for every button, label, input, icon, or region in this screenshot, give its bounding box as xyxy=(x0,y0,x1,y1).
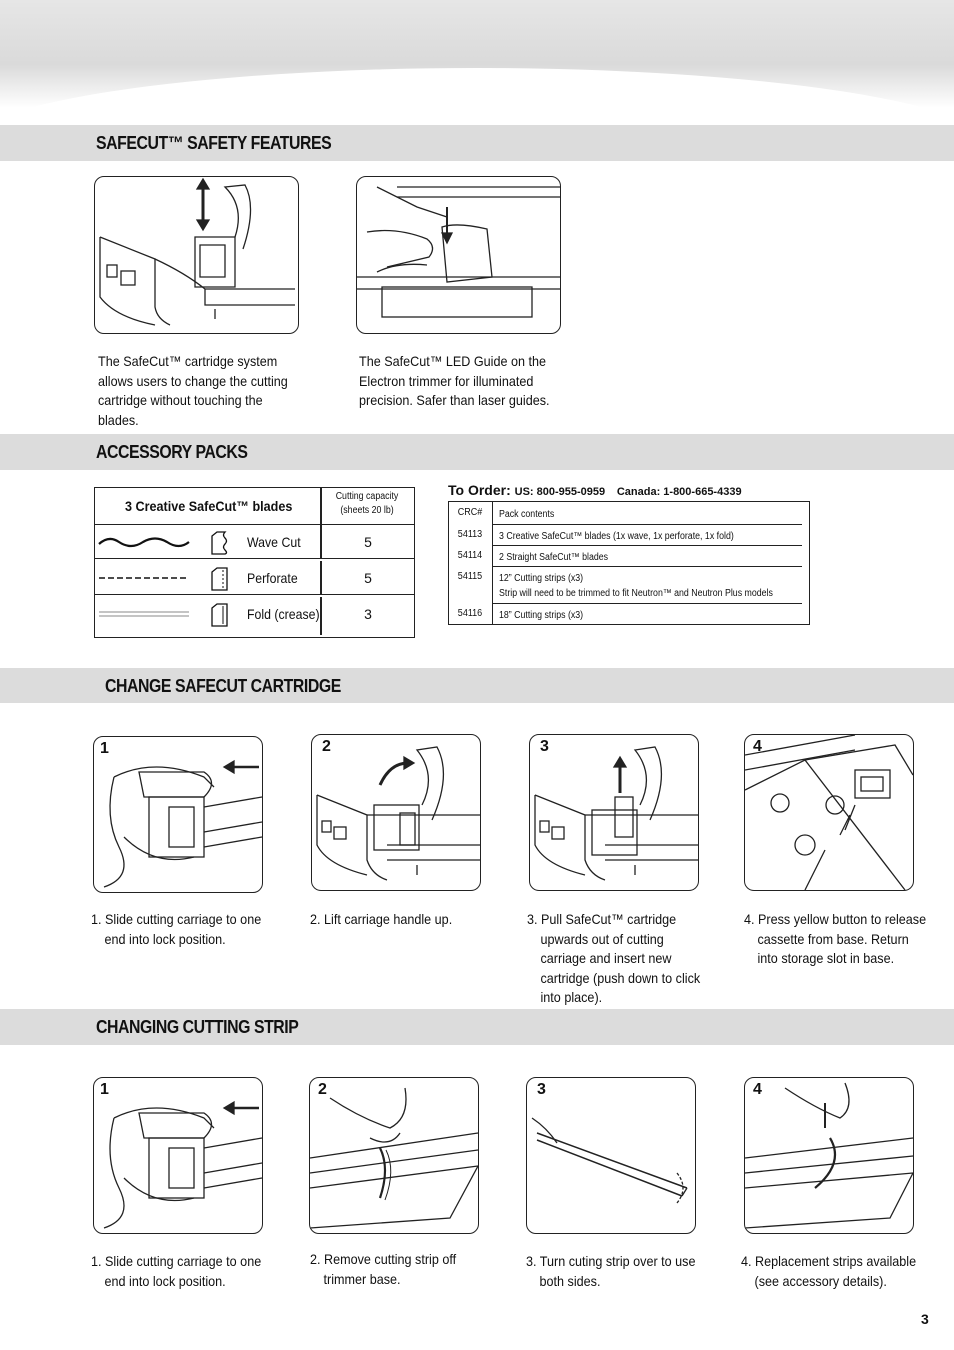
order-contents: 18” Cutting strips (x3) xyxy=(499,608,583,623)
order-crc: 54115 xyxy=(451,571,489,582)
accessory-table-header: 3 Creative SafeCut™ blades Cutting capac… xyxy=(95,488,414,525)
order-head-contents: Pack contents xyxy=(499,507,554,522)
order-row: 54115 12” Cutting strips (x3) Strip will… xyxy=(449,566,809,603)
section-band-changing-strip: CHANGING CUTTING STRIP xyxy=(0,1009,954,1045)
order-label: To Order: xyxy=(448,482,511,498)
order-contents: 3 Creative SafeCut™ blades (1x wave, 1x … xyxy=(499,529,734,544)
step-number: 4 xyxy=(753,738,762,756)
order-crc: 54116 xyxy=(451,608,489,619)
section-band-safety: SAFECUT™ SAFETY FEATURES xyxy=(0,125,954,161)
perforate-line-icon xyxy=(95,561,191,595)
accessory-row-perforate: Perforate 5 xyxy=(95,561,414,595)
section-band-accessory: ACCESSORY PACKS xyxy=(0,434,954,470)
accessory-header-capacity: Cutting capacity (sheets 20 lb) xyxy=(328,490,405,518)
accessory-qty-perforate: 5 xyxy=(322,570,414,586)
order-contents: 12” Cutting strips (x3) Strip will need … xyxy=(499,571,773,601)
strip-step-1-caption: 1. Slide cutting carriage to one end int… xyxy=(91,1252,262,1291)
safety-caption-2: The SafeCut™ LED Guide on the Electron t… xyxy=(359,352,566,411)
section-title-changing-strip: CHANGING CUTTING STRIP xyxy=(96,1017,298,1038)
cartridge-step-3-caption: 3. Pull SafeCut™ cartridge upwards out o… xyxy=(527,910,712,1008)
wave-line-icon xyxy=(95,525,191,559)
order-row: 54113 3 Creative SafeCut™ blades (1x wav… xyxy=(449,524,809,545)
step-number: 2 xyxy=(318,1081,327,1099)
strip-step-4-illustration: 4 xyxy=(744,1077,914,1234)
accessory-name-wave: Wave Cut xyxy=(247,534,301,550)
step-number: 1 xyxy=(100,740,109,758)
step-number: 1 xyxy=(100,1081,109,1099)
page-number: 3 xyxy=(921,1311,929,1327)
fold-line-icon xyxy=(95,597,191,631)
section-title-change-cartridge: CHANGE SAFECUT CARTRIDGE xyxy=(105,676,341,697)
order-contents: 2 Straight SafeCut™ blades xyxy=(499,550,608,565)
order-phone-us: US: 800-955-0959 xyxy=(515,486,606,498)
order-crc: 54113 xyxy=(451,529,489,540)
strip-step-2-illustration: 2 xyxy=(309,1077,479,1234)
accessory-name-fold: Fold (crease) xyxy=(247,606,320,622)
order-heading: To Order: US: 800-955-0959 Canada: 1-800… xyxy=(448,482,742,498)
illustration-led-guide xyxy=(356,176,561,334)
accessory-row-wave: Wave Cut 5 xyxy=(95,525,414,559)
cartridge-step-4-caption: 4. Press yellow button to release casset… xyxy=(744,910,929,969)
section-title-safety: SAFECUT™ SAFETY FEATURES xyxy=(96,133,331,154)
cartridge-step-4-illustration: 4 xyxy=(744,734,914,891)
section-title-accessory: ACCESSORY PACKS xyxy=(96,442,248,463)
cartridge-step-2-caption: 2. Lift carriage handle up. xyxy=(310,910,463,930)
accessory-row-fold: Fold (crease) 3 xyxy=(95,597,414,635)
order-crc: 54114 xyxy=(451,550,489,561)
accessory-qty-wave: 5 xyxy=(322,534,414,550)
accessory-qty-fold: 3 xyxy=(322,606,414,622)
accessory-name-perforate: Perforate xyxy=(247,570,298,586)
order-table-header: CRC# Pack contents xyxy=(449,502,809,524)
top-decorative-band xyxy=(0,0,954,108)
strip-step-1-illustration: 1 xyxy=(93,1077,263,1234)
cartridge-step-3-illustration: 3 xyxy=(529,734,699,891)
accessory-blades-table: 3 Creative SafeCut™ blades Cutting capac… xyxy=(94,487,415,638)
cartridge-step-2-illustration: 2 xyxy=(311,734,481,891)
cartridge-step-1-caption: 1. Slide cutting carriage to one end int… xyxy=(91,910,262,949)
order-row: 54114 2 Straight SafeCut™ blades xyxy=(449,545,809,566)
illustration-cartridge-system xyxy=(94,176,299,334)
order-contents-note: Strip will need to be trimmed to fit Neu… xyxy=(499,588,773,599)
order-head-crc: CRC# xyxy=(451,507,489,518)
step-number: 4 xyxy=(753,1081,762,1099)
accessory-header-title: 3 Creative SafeCut™ blades xyxy=(125,498,292,514)
step-number: 3 xyxy=(537,1081,546,1099)
step-number: 2 xyxy=(322,738,331,756)
strip-step-3-caption: 3. Turn cuting strip over to use both si… xyxy=(526,1252,697,1291)
order-row: 54116 18” Cutting strips (x3) xyxy=(449,603,809,624)
perforate-blade-icon xyxy=(211,567,231,591)
order-phone-canada: Canada: 1-800-665-4339 xyxy=(617,486,742,498)
safety-caption-1: The SafeCut™ cartridge system allows use… xyxy=(98,352,296,430)
wave-blade-icon xyxy=(211,531,231,555)
cartridge-step-1-illustration: 1 xyxy=(93,736,263,893)
fold-blade-icon xyxy=(211,603,231,627)
section-band-change-cartridge: CHANGE SAFECUT CARTRIDGE xyxy=(0,668,954,703)
step-number: 3 xyxy=(540,738,549,756)
strip-step-3-illustration: 3 xyxy=(526,1077,696,1234)
order-contents-line: 12” Cutting strips (x3) xyxy=(499,573,583,584)
strip-step-4-caption: 4. Replacement strips available (see acc… xyxy=(741,1252,926,1291)
strip-step-2-caption: 2. Remove cutting strip off trimmer base… xyxy=(310,1250,472,1289)
order-table: CRC# Pack contents 54113 3 Creative Safe… xyxy=(448,501,810,625)
